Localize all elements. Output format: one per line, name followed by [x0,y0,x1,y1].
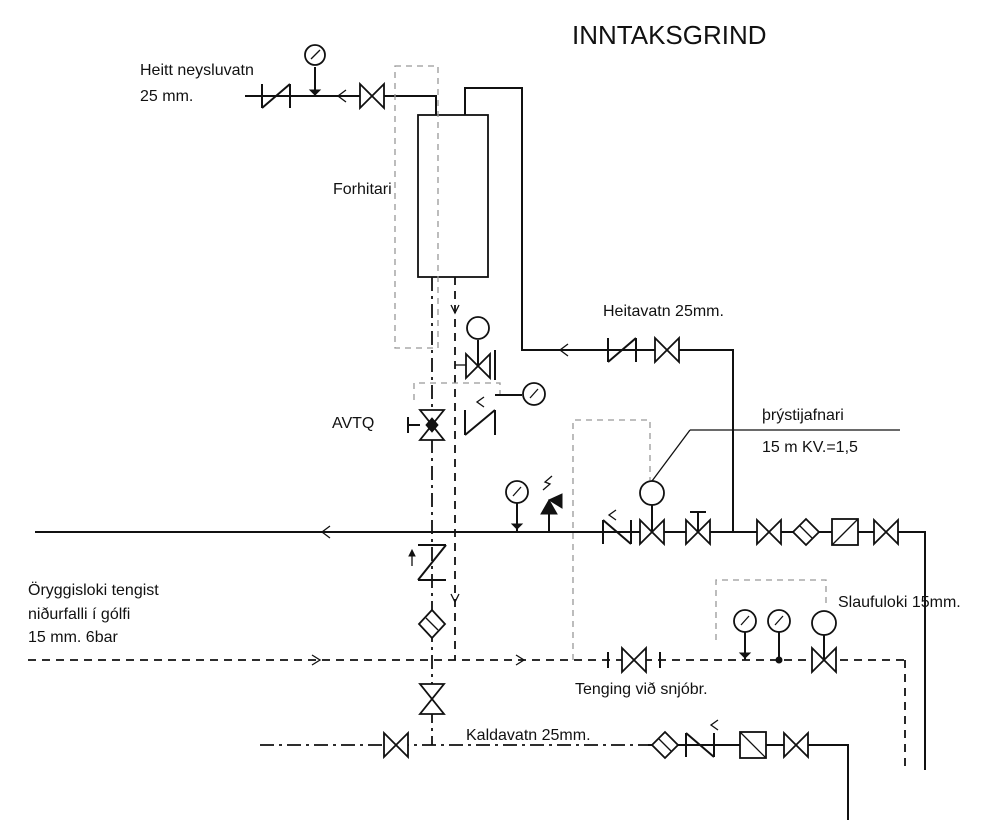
safety-valve-icon [540,475,563,532]
cold-water-line [260,719,849,820]
label-slaufuloki: Slaufuloki 15mm. [838,594,961,611]
flow-arrow-icon [311,654,322,666]
gauge-group-slaufuloki [733,609,837,675]
check-valve-icon [261,83,291,109]
main-supply-line [35,429,900,547]
label-oryggisloki-line2: niðurfalli í gólfi [28,606,130,623]
gate-valve-icon [654,335,680,365]
flow-arrow-icon [320,525,331,539]
trunk-fittings [408,544,447,715]
heating-water-line [464,87,734,532]
gate-valve-icon [383,730,409,760]
label-oryggisloki: Öryggisloki tengist [28,581,159,599]
slaufuloki-dashed-zone [715,579,827,640]
preheater-forhitari [417,114,489,278]
pressure-gauge-icon [811,610,837,636]
label-oryggisloki-line3: 15 mm. 6bar [28,629,118,646]
flow-arrow-icon [558,343,569,357]
gate-valve-icon [783,730,809,760]
gate-valve-icon [418,683,446,715]
check-valve-icon [602,509,632,545]
pressure-gauge-icon [304,44,326,96]
flow-arrow-icon [475,396,485,408]
label-kaldavatn: Kaldavatn 25mm. [466,727,591,744]
avtq-valve [407,409,446,441]
label-heitavatn: Heitavatn 25mm. [603,303,724,320]
pressure-gauge-icon [639,480,665,506]
gate-valve-icon [685,511,711,547]
check-valve-icon [607,337,637,363]
hot-domestic-water-line [245,44,437,115]
check-valve-gauge-assembly [464,382,546,436]
gate-valve-icon [756,517,782,547]
pressure-gauge-icon [767,609,791,664]
pressure-gauge-icon [733,609,757,660]
flow-arrow-icon [450,593,460,604]
pressure-gauge-icon [505,480,529,532]
label-thrystijafnari: þrýstijafnari [762,407,844,424]
water-meter-icon [831,518,859,546]
preheater-dashed-zone [394,65,439,349]
diagram-title: INNTAKSGRIND [572,20,767,50]
drain-snowmelt-line [28,645,906,770]
label-thrystijafnari-spec: 15 m KV.=1,5 [762,439,858,456]
label-heitt-neysluvatn-size: 25 mm. [140,88,193,105]
inlet-line [756,517,926,770]
label-forhitari: Forhitari [333,181,392,198]
water-meter-icon [739,731,767,759]
slaufuloki-valve [811,610,837,675]
label-avtq: AVTQ [332,415,374,432]
gate-valve-icon [873,517,899,547]
label-heitt-neysluvatn: Heitt neysluvatn [140,62,254,79]
flow-arrow-icon [450,304,460,315]
flow-arrow-icon [336,89,347,103]
pressure-reducer-valve [639,429,900,547]
check-valve-icon [685,719,719,758]
gauge-valve-assembly [455,316,496,381]
avtq-dashed-zone [413,382,501,400]
label-tenging: Tenging við snjóbr. [575,681,708,698]
reducer-dashed-zone [572,419,651,660]
gate-valve-icon [359,81,385,111]
pressure-gauge-icon [466,316,490,340]
flow-arrow-icon [515,654,526,666]
gate-valve-icon [621,645,647,675]
